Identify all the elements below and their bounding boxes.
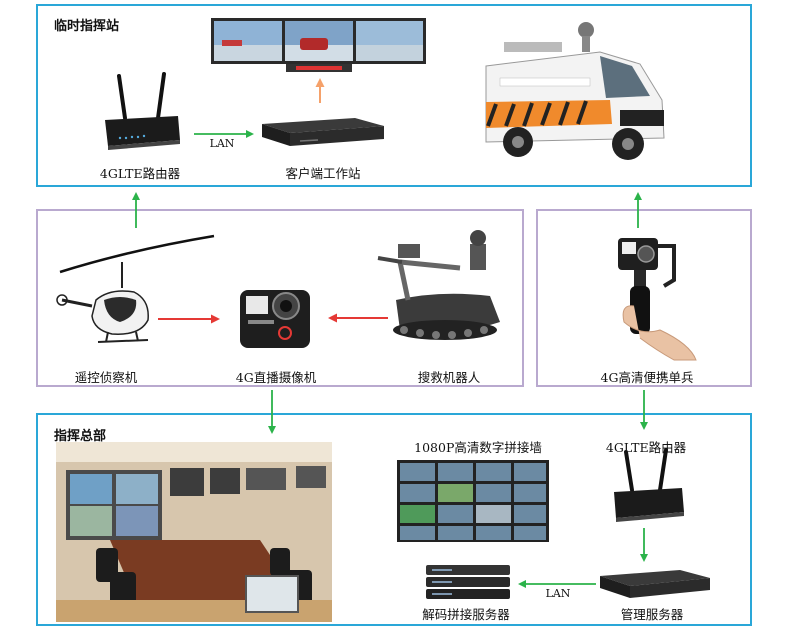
live-camera-icon [240,290,310,348]
temp-command-title: 临时指挥站 [54,19,120,34]
robot-label: 搜救机器人 [417,370,481,385]
video-wall-icon [397,460,549,542]
triple-monitor-icon [211,18,426,72]
lan-top-label: LAN [209,137,235,150]
client-workstation-label: 客户端工作站 [285,166,361,181]
mgmt-server-label: 管理服务器 [620,607,684,622]
rescue-robot-icon [377,230,500,340]
field-devices-panel [36,209,524,387]
decoder-server-label: 解码拼接服务器 [422,607,510,622]
handheld-panel [536,209,752,387]
router-bottom-icon [614,448,684,522]
meeting-room-photo [56,442,332,622]
drone-label: 遥控侦察机 [74,370,138,385]
workstation-icon [262,118,384,146]
mgmt-server-icon [600,570,710,598]
hq-title: 指挥总部 [54,429,107,444]
router-top-label: 4GLTE路由器 [99,166,181,181]
command-van-icon [485,22,665,160]
hq-panel [36,413,752,626]
camera-label: 4G直播摄像机 [235,370,317,385]
router-bottom-label: 4GLTE路由器 [605,440,687,455]
handheld-gimbal-icon [618,238,697,361]
decoder-server-icon [426,565,510,599]
handheld-label: 4G高清便携单兵 [600,370,694,385]
router-top-icon [105,72,180,150]
lan-bottom-label: LAN [545,587,571,600]
video-wall-label: 1080P高清数字拼接墙 [414,440,542,455]
drone-icon [56,234,215,343]
temp-command-panel [36,4,752,187]
